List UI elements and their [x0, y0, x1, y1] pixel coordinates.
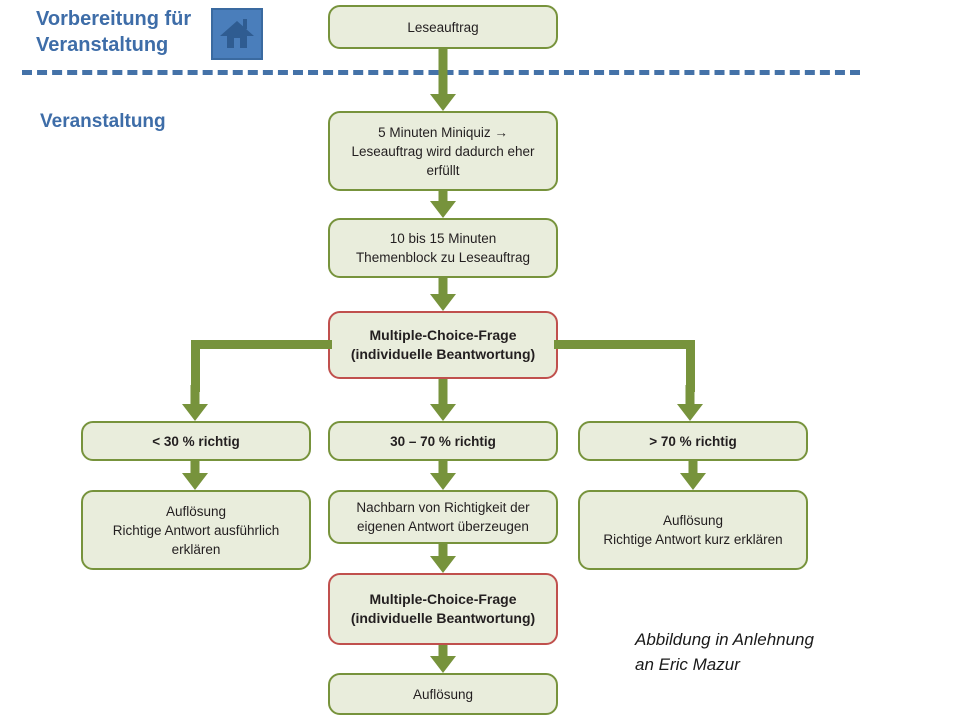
node-multiple-choice-frage-2[interactable]: Multiple-Choice-Frage (individuelle Bean… — [328, 573, 558, 645]
node-branch-high[interactable]: > 70 % richtig — [578, 421, 808, 461]
arrow-themenblock-to-mcfrage — [428, 278, 458, 311]
house-icon — [211, 8, 263, 60]
node-miniquiz[interactable]: 5 Minuten Miniquiz → Leseauftrag wird da… — [328, 111, 558, 191]
arrow-result-mid-to-mcfrage2 — [428, 544, 458, 573]
arrow-to-branch-mid — [428, 379, 458, 421]
arrow-to-branch-low — [180, 385, 210, 421]
arrow-mcfrage2-to-aufloesung — [428, 645, 458, 673]
phase-label-preparation: Vorbereitung für Veranstaltung — [36, 8, 192, 56]
connector-mcfrage-left-vertical — [191, 340, 200, 392]
node-branch-low[interactable]: < 30 % richtig — [81, 421, 311, 461]
arrow-branch-mid-to-result — [428, 461, 458, 490]
connector-mcfrage-right-horizontal — [554, 340, 695, 349]
arrow-to-branch-high — [675, 385, 705, 421]
connector-mcfrage-left-horizontal — [191, 340, 332, 349]
node-result-high[interactable]: Auflösung Richtige Antwort kurz erklären — [578, 490, 808, 570]
node-themenblock[interactable]: 10 bis 15 Minuten Themenblock zu Leseauf… — [328, 218, 558, 278]
node-multiple-choice-frage-1[interactable]: Multiple-Choice-Frage (individuelle Bean… — [328, 311, 558, 379]
figure-attribution: Abbildung in Anlehnung an Eric Mazur — [635, 630, 814, 674]
node-aufloesung-final[interactable]: Auflösung — [328, 673, 558, 715]
arrow-leseauftrag-to-miniquiz — [428, 49, 458, 111]
node-leseauftrag[interactable]: Leseauftrag — [328, 5, 558, 49]
node-result-mid[interactable]: Nachbarn von Richtigkeit der eigenen Ant… — [328, 490, 558, 544]
arrow-miniquiz-to-themenblock — [428, 191, 458, 218]
connector-mcfrage-right-vertical — [686, 340, 695, 392]
arrow-branch-high-to-result — [678, 461, 708, 490]
phase-label-event: Veranstaltung — [40, 111, 166, 132]
node-result-low[interactable]: Auflösung Richtige Antwort ausführlich e… — [81, 490, 311, 570]
node-branch-mid[interactable]: 30 – 70 % richtig — [328, 421, 558, 461]
arrow-branch-low-to-result — [180, 461, 210, 490]
